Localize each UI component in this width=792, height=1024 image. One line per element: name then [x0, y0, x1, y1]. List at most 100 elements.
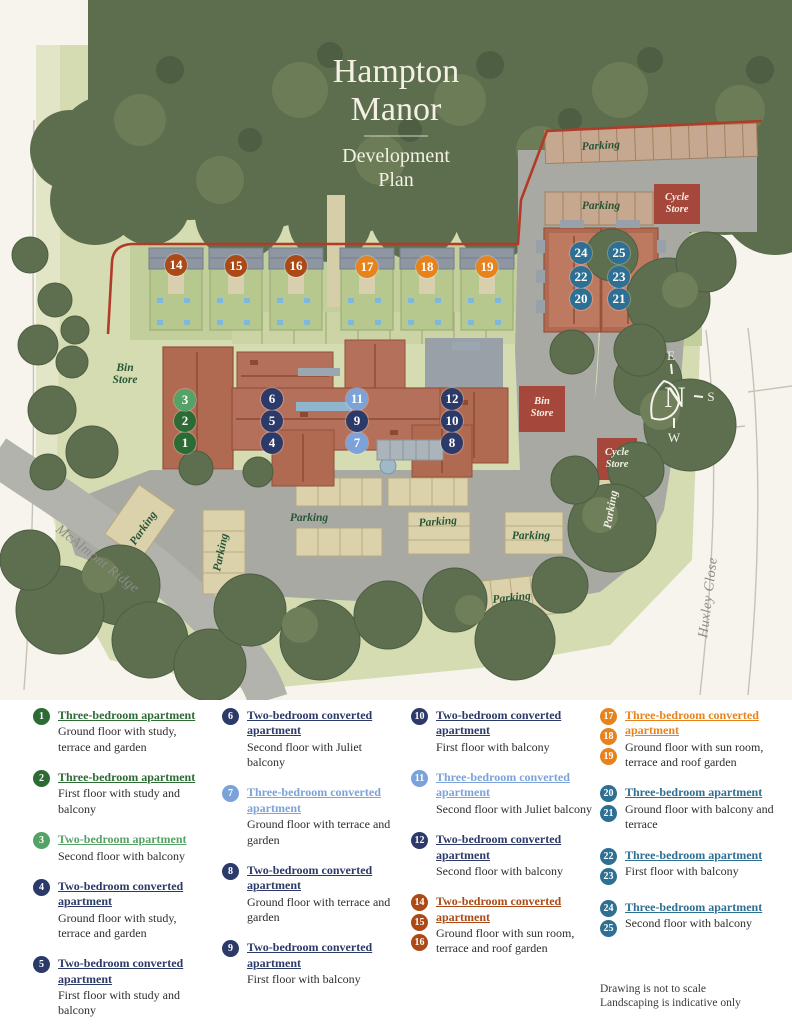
legend-item-numbers: 17 18 19 [600, 708, 617, 770]
parking-label: Parking [418, 515, 457, 530]
store-labels: Bin Store Bin Store Cycle Store Cycle St… [113, 192, 690, 470]
map-marker-8[interactable]: 8 [441, 432, 463, 454]
title-line-2: Manor [351, 91, 442, 128]
legend-item-numbers: 5 [33, 956, 50, 1018]
map-marker-15[interactable]: 15 [225, 255, 247, 277]
legend-item-title: Two-bedroom converted apartment [58, 878, 184, 909]
map-marker-18[interactable]: 18 [416, 256, 438, 278]
subtitle-line-1: Development [342, 145, 450, 167]
map-marker-5[interactable]: 5 [261, 410, 283, 432]
map-marker-6[interactable]: 6 [261, 388, 283, 410]
legend-number-1: 1 [33, 708, 50, 725]
legend-item-description: First floor with study and balcony [58, 786, 180, 816]
map-marker-21[interactable]: 21 [608, 288, 630, 310]
legend-number-3: 3 [33, 832, 50, 850]
map-marker-14[interactable]: 14 [165, 254, 187, 276]
legend-number-23: 23 [600, 867, 617, 885]
legend-number-9: 9 [222, 940, 239, 958]
legend-item-title: Two-bedroom apartment [58, 832, 187, 847]
parking-label: Parking [582, 200, 621, 212]
svg-text:N: N [664, 381, 686, 414]
legend-item-description: Second floor with balcony [58, 848, 185, 863]
legend-number-21: 21 [600, 805, 617, 823]
legend-item-title: Two-bedroom converted apartment [436, 832, 562, 862]
bin-store-left-label: Bin [115, 362, 133, 374]
legend-item-title: Three-bedroom converted apartment [625, 708, 759, 738]
legend-item-description: Second floor with Juliet balcony [436, 801, 592, 816]
legend-item-description: Ground floor with study, terrace and gar… [58, 910, 177, 940]
legend-number-20: 20 [600, 785, 617, 803]
legend-item-description: Ground floor with terrace and garden [247, 817, 391, 847]
map-marker-11[interactable]: 11 [346, 388, 368, 410]
map-marker-19[interactable]: 19 [476, 256, 498, 278]
map-marker-1[interactable]: 1 [174, 432, 196, 454]
map-marker-2[interactable]: 2 [174, 410, 196, 432]
map-marker-4[interactable]: 4 [261, 432, 283, 454]
map-marker-25[interactable]: 25 [608, 242, 630, 264]
map-marker-3[interactable]: 3 [174, 389, 196, 411]
map-marker-23[interactable]: 23 [608, 266, 630, 288]
map-marker-10[interactable]: 10 [441, 410, 463, 432]
legend-item-title: Three-bedroom apartment [58, 770, 196, 785]
legend-number-19: 19 [600, 748, 617, 765]
plan-title: Hampton Manor Development Plan [333, 53, 460, 191]
legend-item-description: Second floor with Juliet balcony [247, 739, 362, 770]
legend-number-10: 10 [411, 708, 428, 725]
legend-item-numbers: 2 [33, 770, 50, 817]
legend-item-title: Three-bedroom converted apartment [247, 785, 381, 815]
legend-number-2: 2 [33, 770, 50, 788]
map-marker-7[interactable]: 7 [346, 432, 368, 454]
legend-number-17: 17 [600, 708, 617, 725]
legend-item-title: Two-bedroom converted apartment [436, 708, 562, 738]
legend-number-4: 4 [33, 878, 50, 896]
map-marker-17[interactable]: 17 [356, 256, 378, 278]
map-marker-16[interactable]: 16 [285, 255, 307, 277]
map-marker-24[interactable]: 24 [570, 242, 592, 264]
map-marker-20[interactable]: 20 [570, 288, 592, 310]
legend-number-22: 22 [600, 847, 617, 865]
road-mcalmont [0, 438, 288, 700]
cycle-store-north-label: Cycle [665, 192, 689, 203]
svg-text:Store: Store [606, 459, 629, 470]
map-marker-12[interactable]: 12 [441, 388, 463, 410]
legend-item-numbers: 8 [222, 862, 239, 925]
legend-item-numbers: 6 [222, 708, 239, 770]
legend-item-description: First floor with balcony [247, 972, 361, 987]
svg-text:Store: Store [531, 408, 554, 419]
svg-text:S: S [707, 389, 714, 404]
legend-number-6: 6 [222, 708, 239, 725]
footnote-line: Drawing is not to scale [600, 982, 707, 995]
legend-number-16: 16 [411, 934, 428, 952]
legend-number-14: 14 [411, 894, 428, 912]
legend-item-description: Ground floor with study, terrace and gar… [58, 724, 177, 754]
map-marker-9[interactable]: 9 [346, 410, 368, 432]
legend-number-18: 18 [600, 728, 617, 745]
parking-label: Parking [290, 512, 329, 524]
map-marker-22[interactable]: 22 [570, 266, 592, 288]
